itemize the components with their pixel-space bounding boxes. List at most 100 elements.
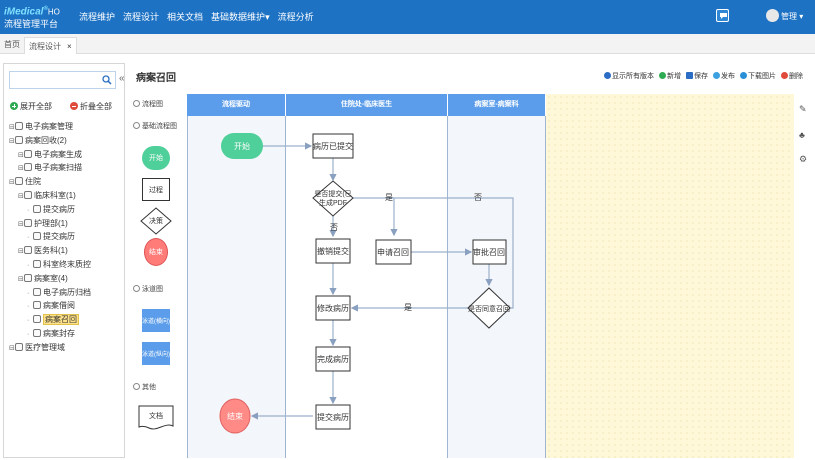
palette-section-other-label: 其他 [142, 384, 156, 391]
tree-item[interactable]: ·病案封存 [27, 328, 75, 340]
palette-lane-horizontal[interactable]: 泳道(横向) [142, 309, 170, 332]
message-icon[interactable] [716, 9, 729, 22]
tree-toggle-icon[interactable]: ⊟ [9, 137, 15, 145]
node-approve-recall[interactable]: 审批召回 [472, 239, 507, 265]
tree-branch-icon[interactable]: · [27, 317, 30, 325]
palette-section-basic[interactable]: 基础流程图 [133, 121, 177, 131]
download-image-button[interactable]: 下载图片 [740, 71, 776, 81]
edges [250, 142, 514, 420]
tree-toggle-icon[interactable]: ⊟ [9, 344, 15, 352]
palette-document-shape[interactable]: 文档 [138, 405, 174, 431]
node-start[interactable]: 开始 [221, 133, 263, 159]
node-withdraw[interactable]: 撤销提交 [315, 238, 351, 264]
nav-item-process-analysis[interactable]: 流程分析 [277, 12, 314, 22]
palette-section-swimlane[interactable]: 泳道图 [133, 284, 163, 294]
tree-item-label: 医务科(1) [34, 246, 68, 256]
node-submitted[interactable]: 病历已提交 [312, 133, 354, 159]
tab-process-design[interactable]: 流程设计 × [24, 37, 77, 54]
tree-toggle-icon[interactable]: ⊟ [18, 248, 24, 256]
palette-section-flowchart[interactable]: 流程图 [133, 99, 163, 109]
avatar[interactable] [766, 9, 779, 22]
tree-toggle-icon[interactable]: ⊟ [9, 179, 15, 187]
section-toggle-icon [133, 100, 140, 107]
tree-item[interactable]: ⊟ 医务科(1) [18, 245, 68, 257]
tree-branch-icon[interactable]: · [27, 289, 30, 297]
tree-item[interactable]: ⊟电子病案管理 [9, 121, 73, 133]
tree-item[interactable]: ⊟电子病案扫描 [18, 162, 82, 174]
node-complete[interactable]: 完成病历 [315, 346, 351, 372]
tree-item[interactable]: ⊟医疗管理域 [9, 342, 65, 354]
node-decision-agree[interactable]: 是否同意召回 [467, 287, 511, 329]
tree-branch-icon[interactable]: · [27, 303, 30, 311]
nav-item-base-data[interactable]: 基础数据维护▾ [211, 10, 270, 23]
add-button[interactable]: 新增 [659, 71, 681, 81]
publish-button[interactable]: 发布 [713, 71, 735, 81]
folder-icon [24, 246, 32, 255]
save-button[interactable]: 保存 [686, 71, 708, 81]
tree-item-label: 病案借阅 [43, 301, 75, 311]
palette-process-shape[interactable]: 过程 [142, 178, 170, 201]
node-modify[interactable]: 修改病历 [315, 295, 351, 321]
node-end[interactable]: 结束 [219, 398, 251, 434]
chevron-down-icon: ▾ [265, 12, 270, 22]
palette-section-basic-label: 基础流程图 [142, 123, 177, 130]
user-menu[interactable]: 管理 ▾ [781, 11, 803, 22]
delete-button[interactable]: 删除 [781, 71, 803, 81]
nav-item-related-docs[interactable]: 相关文档 [167, 12, 204, 22]
search-input[interactable] [12, 74, 100, 86]
tree-item[interactable]: ·病案召回 [27, 314, 79, 326]
show-versions-button[interactable]: 显示所有版本 [604, 71, 654, 81]
tree-item[interactable]: ⊟病案回收(2) [9, 135, 67, 147]
tab-process-design-label: 流程设计 [29, 42, 61, 51]
tree-toggle-icon[interactable]: ⊟ [9, 124, 15, 131]
gear-icon[interactable]: ⚙ [799, 154, 808, 164]
tree-item[interactable]: ⊟病案室(4) [18, 273, 68, 285]
palette-decision-shape[interactable]: 决策 [140, 207, 172, 235]
folder-icon [24, 163, 32, 172]
tree-branch-icon[interactable]: ⊟ [18, 151, 24, 159]
tree-item[interactable]: ⊟住院 [9, 176, 41, 188]
tree-item[interactable]: ·科室终末质控 [27, 259, 91, 271]
tree-toggle-icon[interactable]: ⊟ [18, 275, 24, 283]
palette-lane-vertical[interactable]: 泳道(纵向) [142, 342, 170, 365]
node-request-recall[interactable]: 申请召回 [375, 239, 412, 265]
close-icon[interactable]: × [67, 42, 72, 51]
tree-item[interactable]: ⊟护理部(1) [18, 218, 68, 230]
tree-item[interactable]: ·电子病历归档 [27, 287, 91, 299]
nav-item-process-design[interactable]: 流程设计 [123, 12, 160, 22]
publish-label: 发布 [721, 73, 735, 80]
tree-item[interactable]: ⊟电子病案生成 [18, 149, 82, 161]
collapse-sidebar-icon[interactable]: « [119, 73, 125, 84]
tree-toggle-icon[interactable]: ⊟ [18, 193, 24, 200]
tree-branch-icon[interactable]: · [27, 331, 30, 338]
pen-icon[interactable]: ✎ [799, 104, 807, 114]
palette-end-shape[interactable]: 结束 [144, 238, 168, 266]
tree-branch-icon[interactable]: · [27, 234, 30, 242]
tree-branch-icon[interactable]: · [27, 262, 30, 269]
hierarchy-icon[interactable]: ♣ [799, 130, 805, 140]
node-submit-label: 提交病历 [317, 412, 349, 422]
tree-item[interactable]: ·提交病历 [27, 204, 75, 216]
palette-start-shape[interactable]: 开始 [142, 146, 170, 170]
folder-icon [15, 177, 23, 186]
tree-item[interactable]: ⊟临床科室(1) [18, 190, 76, 202]
tree-toggle-icon[interactable]: ⊟ [18, 220, 24, 228]
folder-icon [24, 149, 32, 158]
collapse-all-button[interactable]: 折叠全部 [70, 101, 112, 112]
tree-item[interactable]: · 病案借阅 [27, 300, 75, 312]
node-decision-submitted[interactable]: 是否提交(已 生成PDF [312, 180, 354, 217]
search-icon[interactable] [102, 75, 112, 85]
expand-all-button[interactable]: 展开全部 [10, 101, 52, 112]
palette-section-other[interactable]: 其他 [133, 382, 156, 392]
tree-branch-icon[interactable]: · [27, 206, 30, 214]
nav-item-process-maintenance[interactable]: 流程维护 [79, 12, 116, 22]
tab-home[interactable]: 首页 [4, 40, 20, 49]
tree-item[interactable]: ·提交病历 [27, 231, 75, 243]
folder-icon [33, 232, 41, 241]
palette-decision-label: 决策 [149, 218, 163, 225]
canvas-grid[interactable] [546, 94, 794, 458]
tree-branch-icon[interactable]: ⊟ [18, 165, 24, 173]
section-toggle-icon [133, 383, 140, 390]
user-name: 管理 [781, 12, 797, 21]
node-submit[interactable]: 提交病历 [315, 404, 351, 430]
